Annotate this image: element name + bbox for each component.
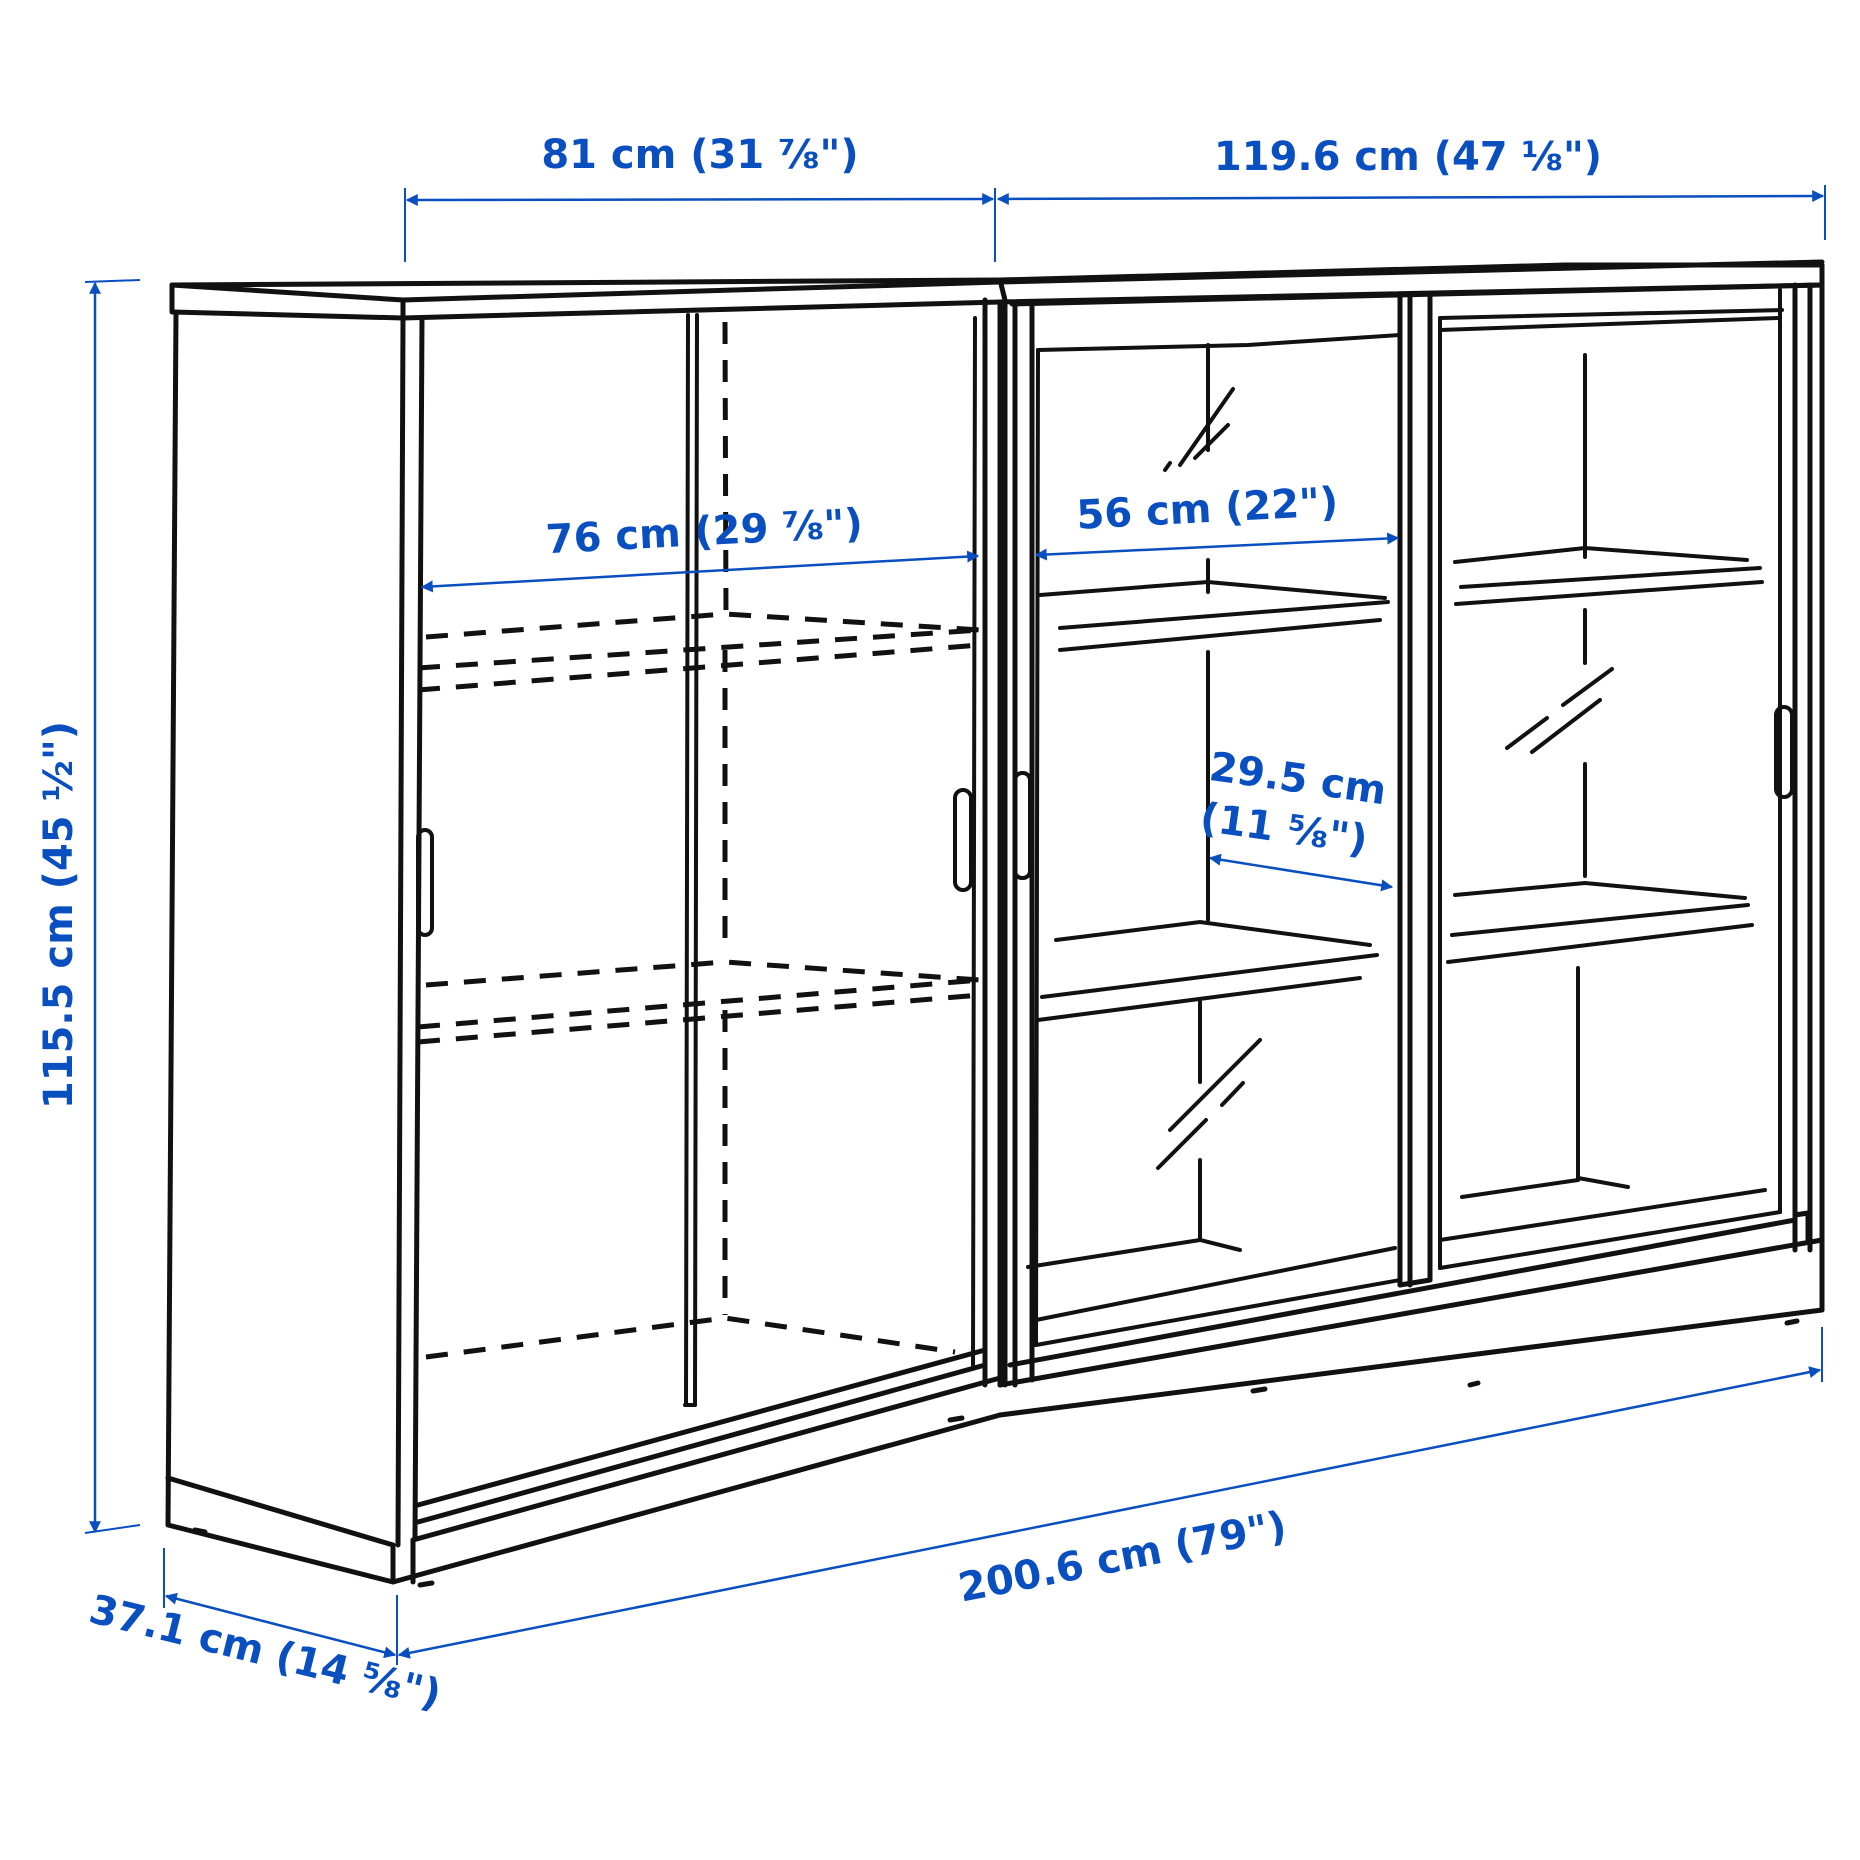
arrow-icon bbox=[164, 1592, 397, 1659]
glass-reflection-icon bbox=[1505, 667, 1614, 754]
door-handle-icon bbox=[1774, 705, 1794, 799]
door-handle-icon bbox=[1013, 771, 1032, 880]
door-handle-icon bbox=[953, 788, 973, 892]
depth-label: 37.1 cm (14 ⅝") bbox=[85, 1586, 446, 1718]
arrow-icon bbox=[1034, 532, 1400, 561]
glass-reflection-icon bbox=[1163, 387, 1235, 472]
compartment-width-label: 56 cm (22") bbox=[1075, 479, 1339, 539]
left-unit-width-label: 81 cm (31 ⅞") bbox=[541, 132, 858, 178]
arrow-icon bbox=[1208, 853, 1394, 892]
inner-width-label: 76 cm (29 ⅞") bbox=[545, 501, 864, 564]
arrow-icon bbox=[397, 1366, 1822, 1659]
right-unit-width-label: 119.6 cm (47 ⅛") bbox=[1214, 134, 1602, 180]
dimension-labels: 81 cm (31 ⅞") 119.6 cm (47 ⅛") 115.5 cm … bbox=[36, 132, 1602, 1718]
total-width-label: 200.6 cm (79") bbox=[955, 1503, 1291, 1612]
left-cabinet bbox=[165, 277, 1008, 1588]
glass-reflection-icon bbox=[1156, 1038, 1262, 1170]
door-handle-icon bbox=[416, 828, 434, 937]
right-cabinet bbox=[997, 259, 1825, 1418]
height-label: 115.5 cm (45 ½") bbox=[36, 721, 82, 1109]
arrow-icon bbox=[996, 190, 1825, 205]
dimension-lines bbox=[84, 185, 1826, 1665]
arrow-icon bbox=[420, 550, 980, 593]
arrow-icon bbox=[405, 193, 995, 206]
